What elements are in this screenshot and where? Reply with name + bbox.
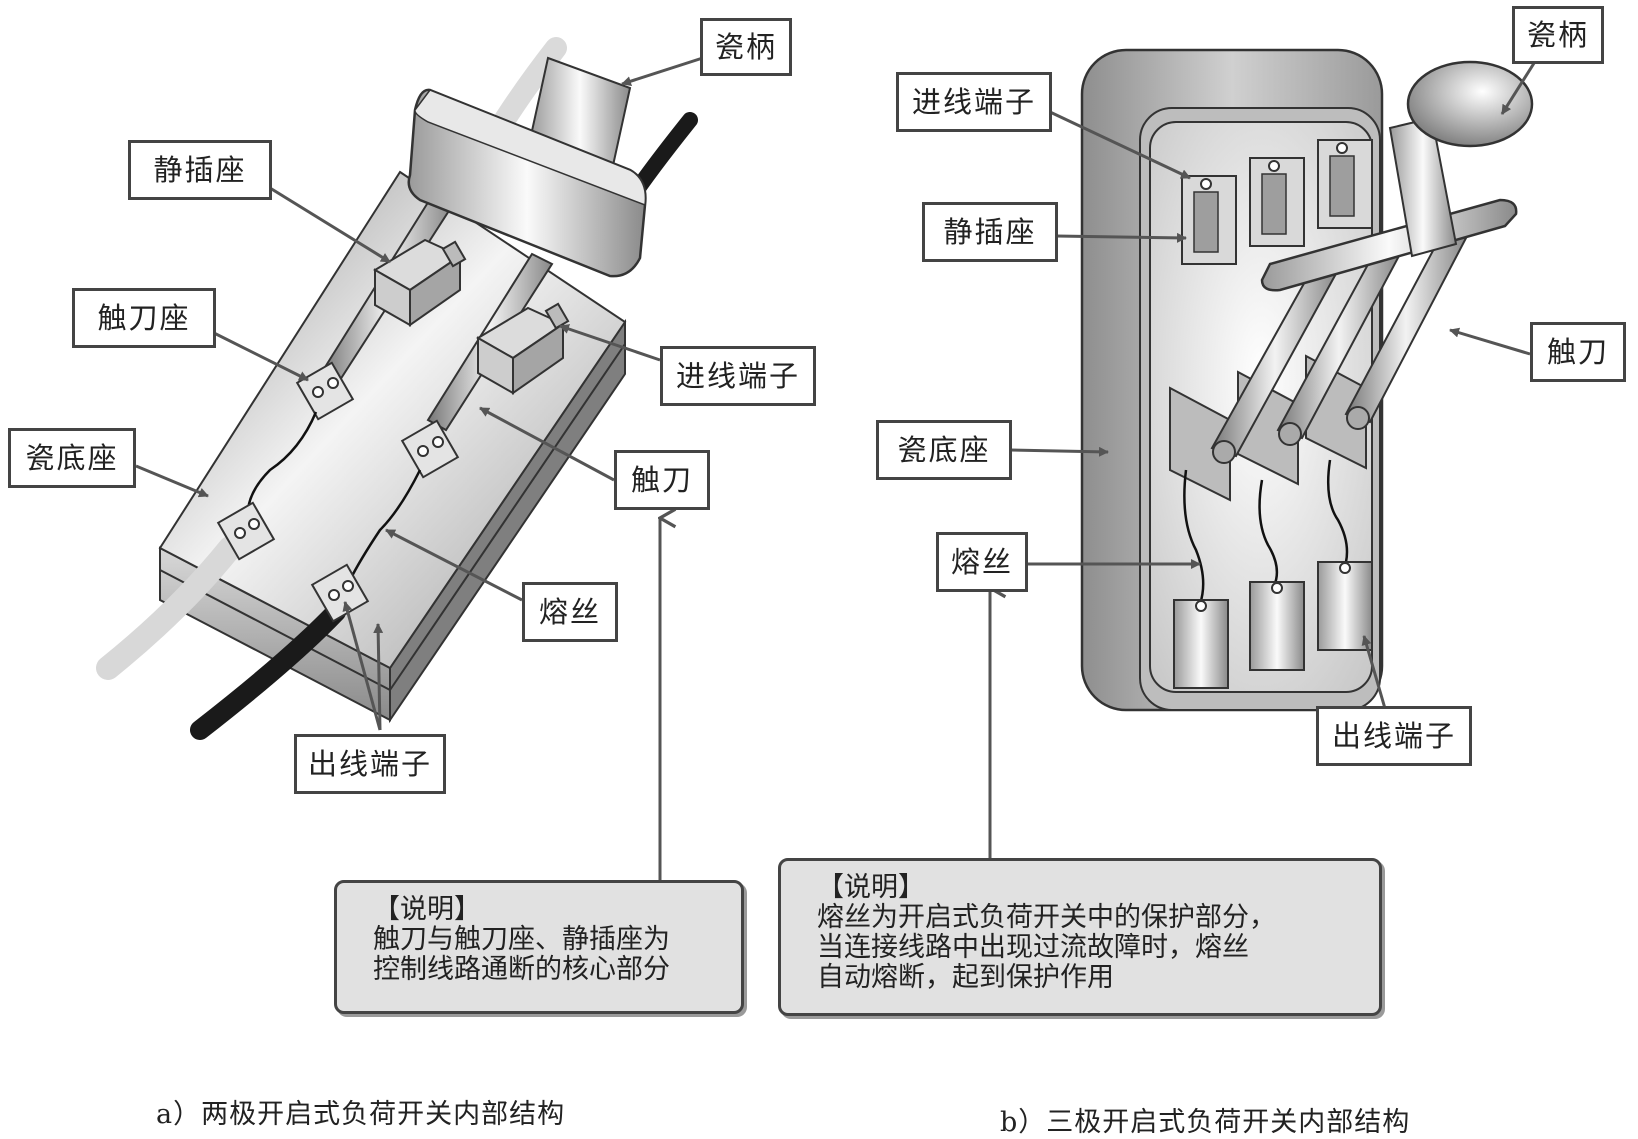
left-note-line: 控制线路通断的核心部分 xyxy=(373,954,670,985)
right-note-line: 自动熔断，起到保护作用 xyxy=(817,962,1114,993)
right-static-sockets xyxy=(1181,139,1373,265)
left-blade-seat-2 xyxy=(400,419,460,479)
right-handle-knob xyxy=(1406,60,1534,148)
left-label-handle: 瓷柄 xyxy=(700,18,792,76)
left-label-fuse: 熔丝 xyxy=(522,582,618,642)
left-outlet-terminal-1 xyxy=(216,501,276,561)
right-label-fuse: 熔丝 xyxy=(936,532,1028,592)
right-caption: b）三极开启式负荷开关内部结构 xyxy=(1000,1107,1411,1138)
left-label-blade-seat: 触刀座 xyxy=(72,288,216,348)
right-label-outlet-terminal: 出线端子 xyxy=(1316,706,1472,766)
left-note-title: 【说明】 xyxy=(373,894,481,925)
right-note-line: 熔丝为开启式负荷开关中的保护部分， xyxy=(817,902,1276,933)
left-label-static-socket: 静插座 xyxy=(128,140,272,200)
two-pole-switch-drawing xyxy=(96,37,698,740)
left-caption: a）两极开启式负荷开关内部结构 xyxy=(156,1099,566,1130)
right-label-blade: 触刀 xyxy=(1530,322,1626,382)
left-note-line: 触刀与触刀座、静插座为 xyxy=(373,924,670,955)
right-note-line: 当连接线路中出现过流故障时，熔丝 xyxy=(817,932,1249,963)
right-note-title: 【说明】 xyxy=(817,872,925,903)
left-label-inlet-terminal: 进线端子 xyxy=(660,346,816,406)
left-blade-seat-1 xyxy=(295,361,355,421)
right-label-inlet-terminal: 进线端子 xyxy=(896,72,1052,132)
left-label-outlet-terminal: 出线端子 xyxy=(294,734,446,794)
left-leader-lines xyxy=(135,53,713,880)
right-outlet-terminals xyxy=(1173,561,1373,689)
left-label-blade: 触刀 xyxy=(614,450,710,510)
right-label-static-socket: 静插座 xyxy=(922,202,1058,262)
right-label-handle: 瓷柄 xyxy=(1512,6,1604,64)
right-label-porcelain-base: 瓷底座 xyxy=(876,420,1012,480)
left-note-box: 【说明】 触刀与触刀座、静插座为 控制线路通断的核心部分 xyxy=(334,880,744,1014)
left-label-porcelain-base: 瓷底座 xyxy=(8,428,136,488)
right-leader-lines xyxy=(990,59,1538,858)
three-pole-switch-drawing xyxy=(1080,48,1534,712)
right-note-box: 【说明】 熔丝为开启式负荷开关中的保护部分， 当连接线路中出现过流故障时，熔丝 … xyxy=(778,858,1382,1016)
